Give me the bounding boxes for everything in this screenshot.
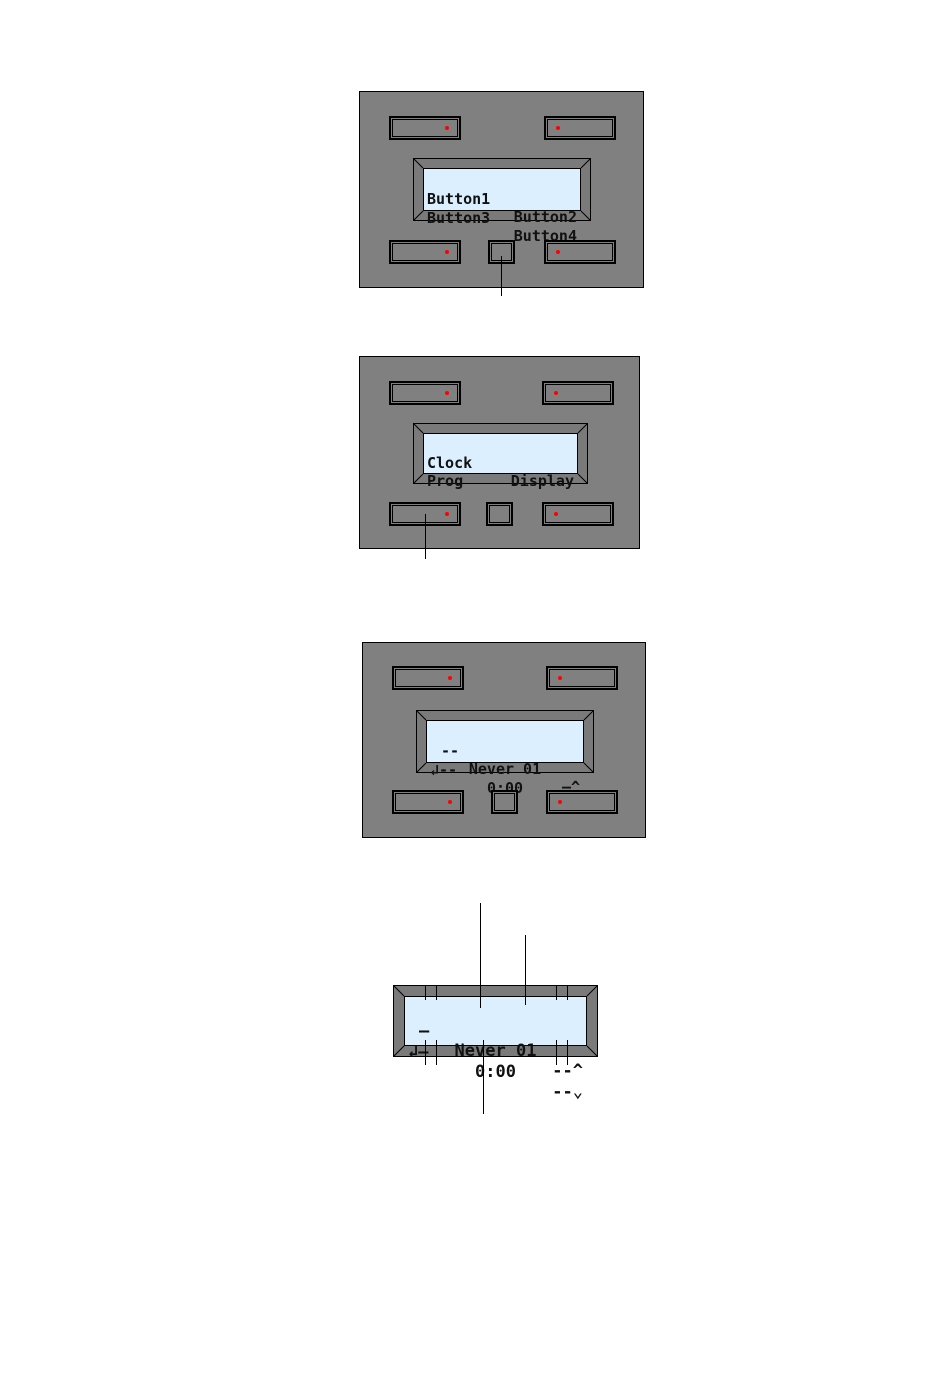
- callout-top-right-a: [556, 985, 557, 1000]
- led-icon: [448, 800, 452, 804]
- panel1-callout-line: [501, 256, 502, 296]
- led-icon: [558, 800, 562, 804]
- panel2-callout-line: [425, 514, 426, 559]
- lcd-row1-left: --: [441, 742, 460, 760]
- led-icon: [554, 512, 558, 516]
- lcd-row2-left: ↲--: [430, 761, 458, 779]
- led-icon: [445, 126, 449, 130]
- bezel-bevel: [414, 159, 590, 220]
- control-panel-2: Clock Display Prog: [359, 356, 640, 549]
- lcd-row1-center: Never 01: [468, 760, 542, 778]
- panel1-button-top-left[interactable]: [389, 116, 461, 140]
- led-icon: [558, 676, 562, 680]
- led-icon: [554, 391, 558, 395]
- lcd-label-clock: Clock: [427, 454, 473, 472]
- panel3-button-top-left[interactable]: [392, 666, 464, 690]
- callout-bottom-right-b: [567, 1040, 568, 1065]
- lcd-row1-left: —: [419, 1021, 430, 1041]
- led-icon: [445, 512, 449, 516]
- panel3-button-bottom-right[interactable]: [546, 790, 618, 814]
- led-icon: [556, 126, 560, 130]
- callout-number-line: [525, 935, 526, 1005]
- panel1-button-top-right[interactable]: [544, 116, 616, 140]
- callout-bottom-left-b: [436, 1040, 437, 1065]
- lcd-row2-left: ↲—: [408, 1042, 429, 1062]
- panel3-lcd-screen: -- Never 01 —^ ↲-- 0:00 —⌄: [426, 720, 584, 815]
- enlarged-lcd-screen: — Never 01 --^ ↲— 0:00 --⌄: [404, 996, 587, 1102]
- led-icon: [445, 250, 449, 254]
- callout-bottom-left-a: [425, 1040, 426, 1065]
- lcd-label-button2: Button2: [513, 208, 577, 226]
- panel3-center-button[interactable]: [491, 790, 518, 814]
- bezel-bevel: [394, 986, 597, 1056]
- led-icon: [445, 391, 449, 395]
- callout-top-right-b: [567, 985, 568, 1000]
- lcd-row2-right: --⌄: [552, 1082, 583, 1102]
- led-icon: [556, 250, 560, 254]
- lcd-row1-center: Never 01: [454, 1041, 537, 1061]
- lcd-label-display: Display: [510, 472, 574, 490]
- callout-top-left-b: [436, 985, 437, 1000]
- panel1-button-bottom-right[interactable]: [544, 240, 616, 264]
- panel2-center-button[interactable]: [486, 502, 513, 526]
- panel2-button-top-left[interactable]: [389, 381, 461, 405]
- panel1-lcd-screen: Button1 Button2 Button3 Button4: [423, 168, 581, 245]
- panel1-display-bezel: Button1 Button2 Button3 Button4: [413, 158, 591, 245]
- lcd-label-button3: Button3: [427, 209, 491, 227]
- callout-top-left-a: [425, 985, 426, 1000]
- callout-time-line: [483, 1040, 484, 1114]
- lcd-label-prog: Prog: [427, 472, 464, 490]
- led-icon: [448, 676, 452, 680]
- control-panel-3: -- Never 01 —^ ↲-- 0:00 —⌄: [362, 642, 646, 838]
- panel2-button-bottom-right[interactable]: [542, 502, 614, 526]
- panel3-button-top-right[interactable]: [546, 666, 618, 690]
- panel2-lcd-screen: Clock Display Prog: [423, 433, 578, 490]
- enlarged-display-bezel: — Never 01 --^ ↲— 0:00 --⌄: [393, 985, 598, 1102]
- panel2-display-bezel: Clock Display Prog: [413, 423, 588, 490]
- callout-never-line: [480, 903, 481, 1008]
- bezel-bevel: [417, 711, 593, 772]
- panel3-display-bezel: -- Never 01 —^ ↲-- 0:00 —⌄: [416, 710, 594, 815]
- bezel-bevel: [414, 424, 587, 483]
- panel1-button-bottom-left[interactable]: [389, 240, 461, 264]
- control-panel-1: Button1 Button2 Button3 Button4: [359, 91, 644, 288]
- panel2-button-top-right[interactable]: [542, 381, 614, 405]
- callout-bottom-right-a: [556, 1040, 557, 1065]
- lcd-label-button1: Button1: [427, 190, 491, 208]
- lcd-row2-center: 0:00: [475, 1062, 516, 1082]
- panel3-button-bottom-left[interactable]: [392, 790, 464, 814]
- lcd-row1-right: --^: [552, 1061, 583, 1081]
